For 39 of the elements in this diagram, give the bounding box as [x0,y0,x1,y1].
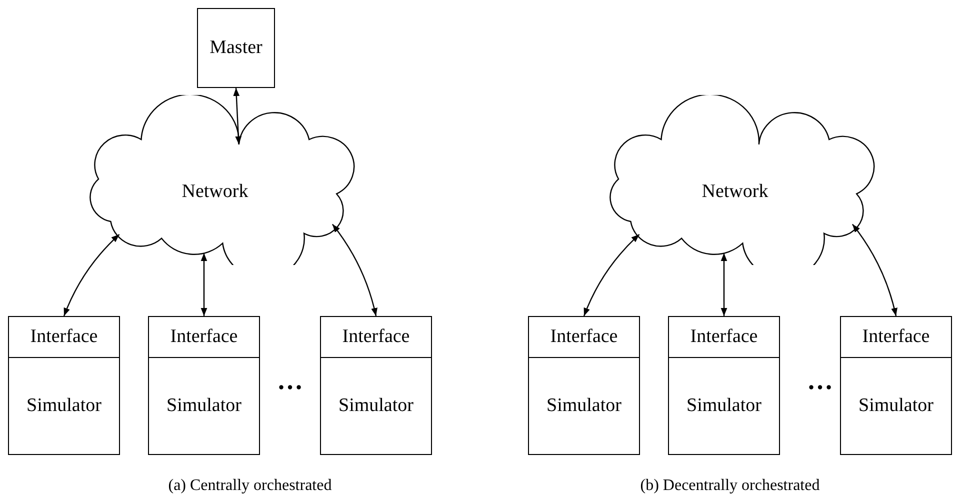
double-arrow [852,224,898,316]
component-box [668,357,780,455]
node-label: Network [182,180,248,204]
component-box [197,8,275,88]
component-box [8,357,120,455]
double-arrow [200,253,208,316]
component-box [528,357,640,455]
component-box [668,316,780,358]
node-label: Simulator [686,394,762,418]
node-label: Interface [30,325,98,349]
node-label: Interface [342,325,410,349]
component-box [8,316,120,358]
double-arrow [233,88,242,144]
component-box [528,316,640,358]
double-arrow [332,224,378,316]
double-arrow [583,234,640,316]
node-label: Interface [170,325,238,349]
node-label: Network [702,180,768,204]
ellipsis: … [806,368,834,394]
node-label: Master [210,36,262,60]
ellipsis: … [276,368,304,394]
node-label: Simulator [338,394,414,418]
component-box [320,357,432,455]
node-label: Interface [690,325,758,349]
node-label: Interface [862,325,930,349]
caption: (b) Decentrally orchestrated [639,476,821,496]
node-label: Interface [550,325,618,349]
node-label: Simulator [26,394,102,418]
double-arrow [63,234,120,316]
component-box [320,316,432,358]
component-box [840,357,952,455]
component-box [840,316,952,358]
component-box [148,357,260,455]
component-box [148,316,260,358]
double-arrow [720,253,728,316]
caption: (a) Centrally orchestrated [167,476,333,496]
node-label: Simulator [166,394,242,418]
node-label: Simulator [858,394,934,418]
node-label: Simulator [546,394,622,418]
